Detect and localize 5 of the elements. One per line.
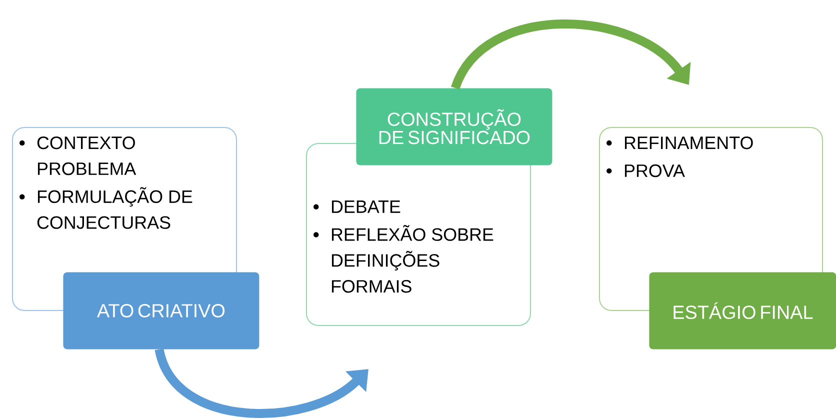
curved-arrow <box>154 348 368 418</box>
stage-label-box: ESTÁGIO FINAL <box>649 272 836 350</box>
curved-arrow <box>451 20 691 90</box>
stage-label-box: ATO CRIATIVO <box>63 272 260 350</box>
stage-label-box: CONSTRUÇÃO DE SIGNIFICADO <box>356 88 552 166</box>
